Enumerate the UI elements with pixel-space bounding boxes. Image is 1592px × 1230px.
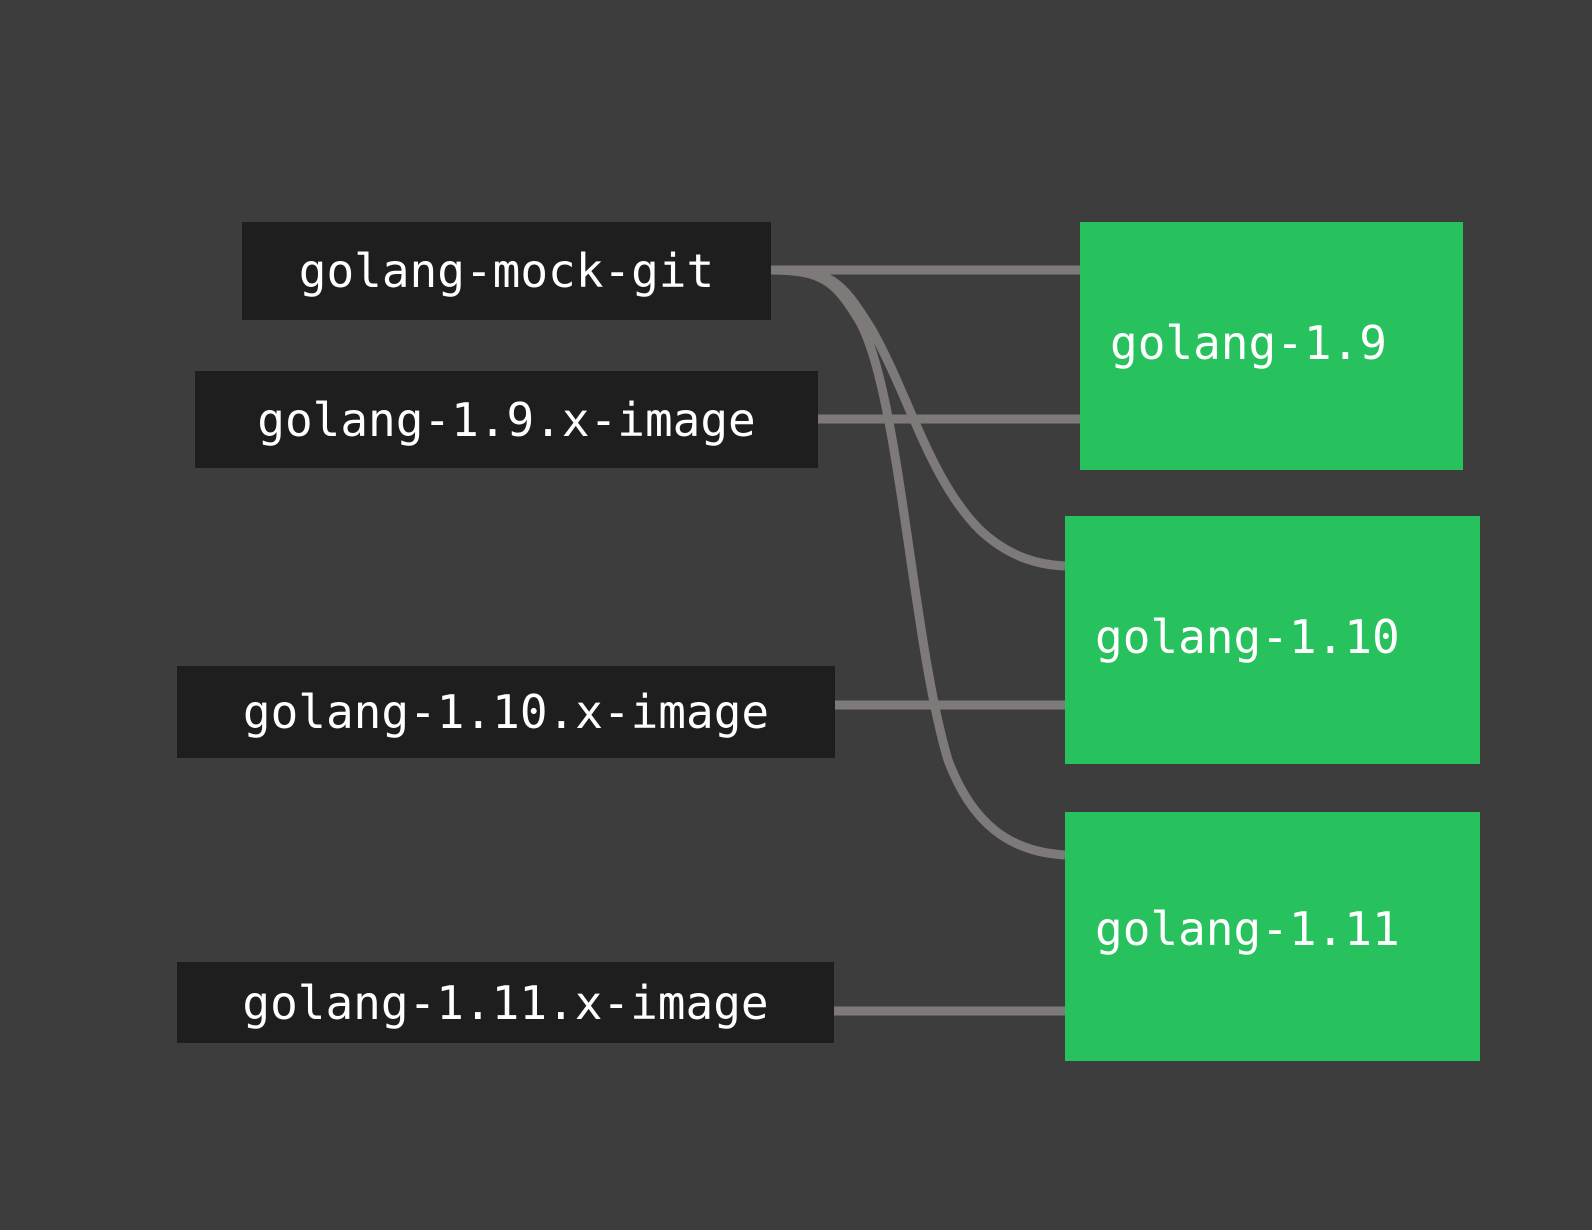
graph-node-golang-mock-git[interactable]: golang-mock-git: [242, 222, 771, 320]
graph-node-label: golang-1.9: [1110, 316, 1387, 370]
graph-node-golang-1.9.x-image[interactable]: golang-1.9.x-image: [195, 371, 818, 468]
graph-node-golang-1.11[interactable]: golang-1.11: [1065, 812, 1480, 1061]
graph-node-golang-1.11.x-image[interactable]: golang-1.11.x-image: [177, 962, 834, 1043]
graph-node-label: golang-1.11: [1095, 902, 1400, 957]
graph-node-label: golang-mock-git: [298, 244, 715, 298]
graph-node-golang-1.10[interactable]: golang-1.10: [1065, 516, 1480, 764]
graph-edge: [770, 265, 1066, 860]
graph-node-golang-1.9[interactable]: golang-1.9: [1080, 222, 1463, 470]
graph-node-label: golang-1.9.x-image: [257, 392, 756, 447]
graph-node-label: golang-1.11.x-image: [242, 975, 769, 1030]
graph-node-label: golang-1.10.x-image: [242, 685, 770, 739]
graph-node-label: golang-1.10: [1095, 610, 1400, 664]
graph-node-golang-1.10.x-image[interactable]: golang-1.10.x-image: [177, 666, 835, 758]
